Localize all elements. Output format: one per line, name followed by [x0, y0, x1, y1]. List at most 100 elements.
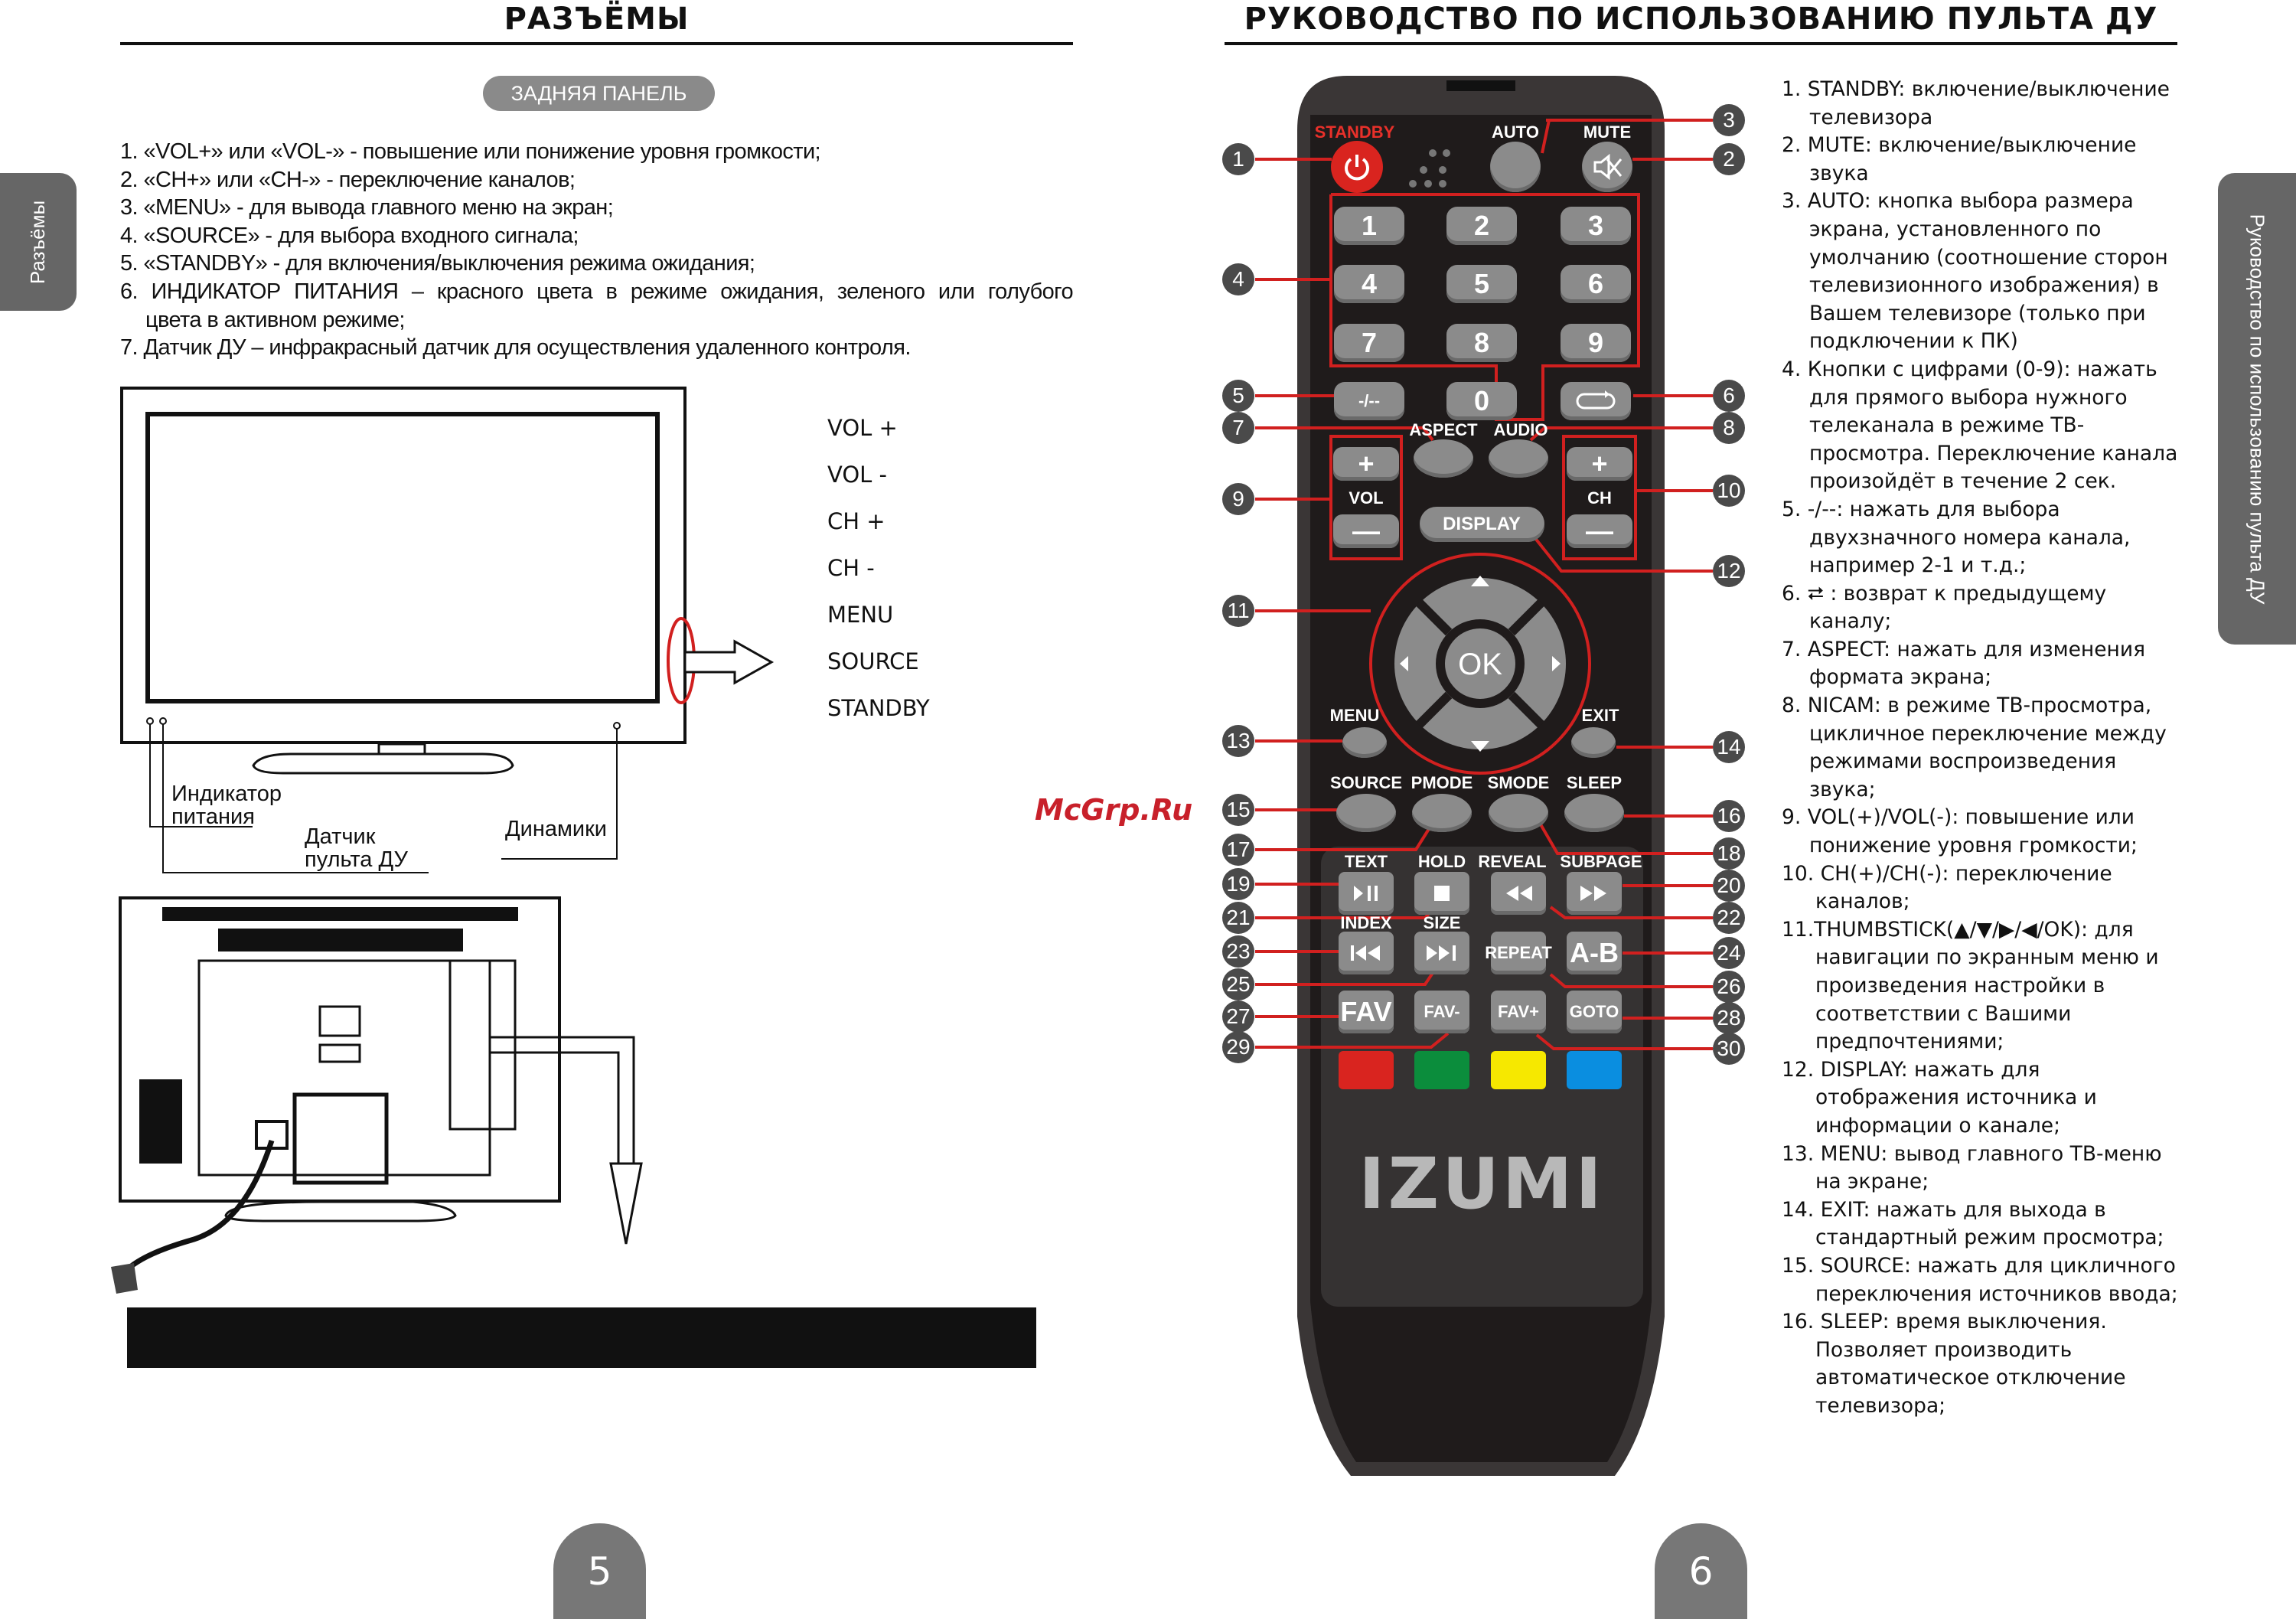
side-button-label: CH +: [827, 508, 885, 534]
subpage-button[interactable]: [1567, 872, 1622, 915]
a-b-button[interactable]: A-B: [1567, 932, 1622, 974]
list-item-continuation: понижение уровня громкости;: [1809, 834, 2138, 858]
mute-button[interactable]: [1582, 142, 1632, 192]
rear-panel-label: ЗАДНЯЯ ПАНЕЛЬ: [483, 76, 715, 111]
dpad[interactable]: [1394, 576, 1566, 752]
arrow-left-icon: [1400, 656, 1408, 671]
callout-26: 26: [1713, 971, 1745, 1003]
hold-button[interactable]: [1414, 872, 1469, 915]
left-page-title: РАЗЪЁМЫ: [504, 2, 690, 37]
page-number-left: 5: [553, 1523, 646, 1619]
standby-button[interactable]: [1331, 141, 1383, 193]
repeat-button[interactable]: REPEAT: [1485, 932, 1552, 974]
goto-button[interactable]: GOTO: [1567, 991, 1622, 1033]
list-item-continuation: переключения источников ввода;: [1815, 1281, 2178, 1306]
digit-6-button[interactable]: 6: [1561, 265, 1631, 303]
list-item: 8. NICAM: в режиме ТВ-просмотра,циклично…: [1782, 692, 2210, 804]
menu-button[interactable]: [1342, 727, 1387, 758]
digit-3-button[interactable]: 3: [1561, 207, 1631, 245]
list-item-text: 7. ASPECT: нажать для изменения: [1782, 637, 2146, 661]
list-item-text: 9. VOL(+)/VOL(-): повышение или: [1782, 805, 2135, 830]
pmode-button[interactable]: [1412, 794, 1472, 832]
list-item-text: 6. ⮂ : возврат к предыдущему: [1782, 581, 2107, 605]
exit-button[interactable]: [1571, 727, 1616, 758]
digit-0-button[interactable]: 0: [1446, 382, 1517, 420]
digit-2-button[interactable]: 2: [1446, 207, 1517, 245]
callout-11: 11: [1222, 595, 1254, 627]
vol-minus-button[interactable]: —: [1333, 514, 1399, 548]
side-button-label: VOL -: [827, 462, 887, 488]
digit-5-button[interactable]: 5: [1446, 265, 1517, 303]
index-button[interactable]: [1339, 932, 1394, 974]
right-side-tab[interactable]: Руководство по использованию пульта ДУ: [2218, 173, 2296, 645]
digit-1-button[interactable]: 1: [1334, 207, 1404, 245]
list-item-text: 5. -/--: нажать для выбора: [1782, 497, 2060, 521]
list-item-text: 14. EXIT: нажать для выхода в: [1782, 1197, 2106, 1222]
red-button[interactable]: [1339, 1051, 1394, 1089]
callout-19: 19: [1222, 868, 1254, 900]
source-button[interactable]: [1336, 794, 1396, 832]
reveal-button[interactable]: [1491, 872, 1546, 915]
side-button-label: STANDBY: [827, 695, 930, 721]
yellow-button[interactable]: [1491, 1051, 1546, 1089]
callout-28: 28: [1713, 1002, 1745, 1034]
list-item-continuation: Вашем телевизоре (только при: [1809, 301, 2146, 325]
list-item-continuation: телеканала в режиме ТВ-: [1809, 413, 2085, 438]
list-item: 2. «CH+» или «CH-» - переключение канало…: [120, 167, 576, 192]
fav-button[interactable]: FAV: [1339, 991, 1394, 1033]
green-button[interactable]: [1414, 1051, 1469, 1089]
audio-button[interactable]: [1489, 439, 1548, 478]
size-button[interactable]: [1414, 932, 1469, 974]
dash-button[interactable]: -/--: [1334, 382, 1404, 420]
callout-15: 15: [1222, 794, 1254, 826]
callout-5: 5: [1222, 380, 1254, 412]
display-button[interactable]: DISPLAY: [1419, 507, 1544, 542]
digit-4-button[interactable]: 4: [1334, 265, 1404, 303]
text-button[interactable]: [1339, 872, 1394, 915]
callout-4: 4: [1222, 263, 1254, 295]
callout-6: 6: [1713, 380, 1745, 412]
caption-source: SOURCE: [1329, 773, 1403, 792]
caption-standby: STANDBY: [1314, 122, 1395, 142]
list-item-continuation: каналов;: [1815, 889, 1910, 914]
left-title-rule: [120, 42, 1073, 45]
list-item: 7. Датчик ДУ – инфракрасный датчик для о…: [120, 335, 911, 361]
fav-minus-button[interactable]: FAV-: [1414, 991, 1469, 1033]
caption-vol: VOL: [1349, 488, 1384, 508]
digit-9-button[interactable]: 9: [1561, 324, 1631, 362]
callout-7: 7: [1222, 412, 1254, 444]
caption-mute: MUTE: [1583, 122, 1632, 142]
auto-button[interactable]: [1490, 142, 1541, 192]
smode-button[interactable]: [1489, 794, 1548, 832]
list-item-continuation: соответствии с Вашими: [1815, 1001, 2072, 1026]
tv-front-diagram: [120, 387, 775, 873]
power-icon: [1342, 152, 1372, 182]
ch-plus-button[interactable]: +: [1567, 447, 1632, 481]
list-item-text: 4. Кнопки с цифрами (0-9): нажать: [1782, 357, 2157, 381]
recall-button[interactable]: [1561, 382, 1631, 420]
blue-button[interactable]: [1567, 1051, 1622, 1089]
list-item-text: 3. AUTO: кнопка выбора размера: [1782, 189, 2134, 214]
play-pause-icon: [1351, 884, 1381, 903]
callout-17: 17: [1222, 834, 1254, 866]
ch-minus-button[interactable]: —: [1567, 514, 1632, 548]
left-side-tab[interactable]: Разъёмы: [0, 173, 77, 311]
caption-reveal: REVEAL: [1478, 852, 1547, 871]
sleep-button[interactable]: [1564, 794, 1624, 832]
callout-3: 3: [1713, 104, 1745, 136]
ok-button: [1445, 628, 1515, 699]
vol-plus-button[interactable]: +: [1333, 447, 1399, 481]
list-item-continuation: телевизора: [1809, 105, 1933, 129]
aspect-button[interactable]: [1414, 439, 1473, 478]
caption-audio: AUDIO: [1493, 420, 1548, 439]
mute-icon: [1590, 152, 1624, 182]
fav-plus-button[interactable]: FAV+: [1491, 991, 1546, 1033]
callout-30: 30: [1713, 1033, 1745, 1065]
list-item-continuation: формата экрана;: [1809, 665, 1992, 690]
digit-7-button[interactable]: 7: [1334, 324, 1404, 362]
caption-auto: AUTO: [1492, 122, 1539, 142]
digit-8-button[interactable]: 8: [1446, 324, 1517, 362]
